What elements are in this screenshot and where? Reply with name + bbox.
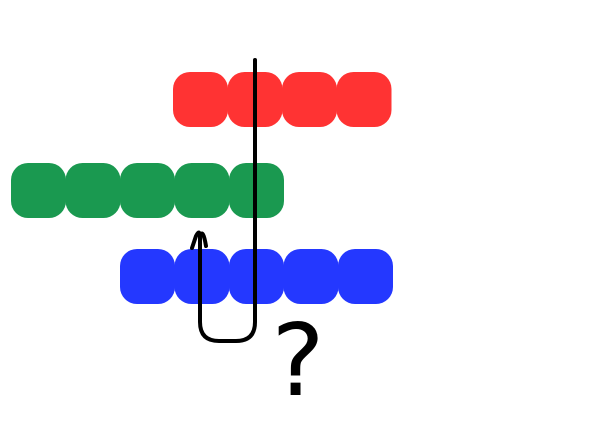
hook-path	[190, 58, 257, 343]
green-bead-row	[11, 163, 284, 218]
green-bead	[120, 163, 175, 218]
blue-bead	[120, 249, 175, 304]
green-bead	[65, 163, 121, 218]
red-bead	[173, 72, 228, 127]
hook-tip	[198, 231, 208, 248]
red-bead	[336, 72, 392, 127]
green-bead	[11, 163, 66, 218]
blue-bead-row	[120, 249, 393, 304]
red-bead	[282, 72, 337, 127]
blue-bead	[283, 249, 339, 304]
question-mark: ?	[271, 302, 325, 419]
blue-bead	[338, 249, 393, 304]
red-bead-row	[173, 72, 392, 127]
hook-line-icon	[190, 58, 257, 343]
green-bead	[174, 163, 230, 218]
